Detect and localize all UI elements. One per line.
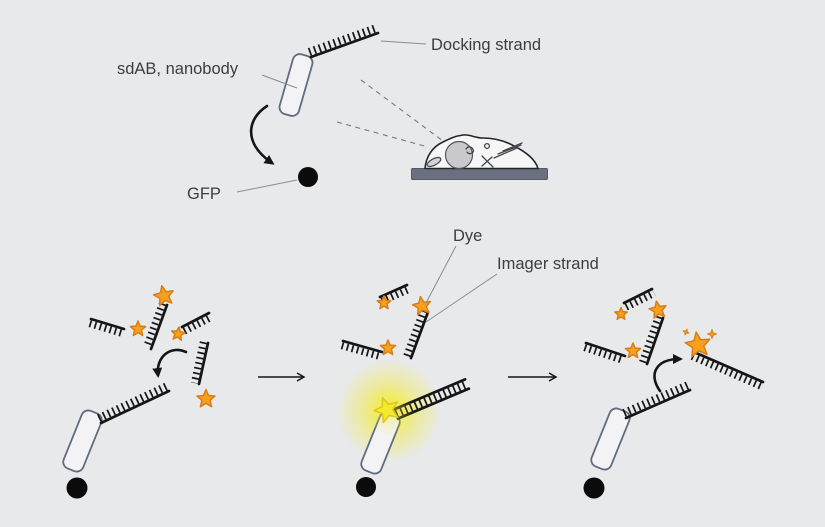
mitochondrion	[426, 156, 442, 168]
zoom-indicator-line-1	[360, 79, 444, 142]
nanobody	[278, 53, 314, 117]
panel-release	[583, 287, 765, 499]
dye-star	[648, 300, 667, 319]
dye-star	[152, 284, 174, 307]
imager-strand	[403, 309, 430, 360]
dye-star	[376, 295, 392, 310]
gfp-protein	[356, 477, 376, 497]
dye-star	[379, 339, 397, 356]
nanobody	[590, 407, 631, 471]
imager-strand	[639, 315, 665, 366]
coverslip	[411, 168, 548, 180]
imager-strand	[190, 341, 210, 386]
released-dye-star	[684, 331, 711, 358]
filaments	[493, 142, 523, 159]
gfp-protein	[298, 167, 318, 187]
sparkle-icon	[682, 328, 690, 336]
released-imager-strand	[690, 350, 765, 390]
docking-strand	[307, 24, 380, 59]
imager-strand	[378, 283, 411, 305]
dye-star	[411, 295, 432, 316]
dye-star	[196, 388, 216, 408]
panel-bound: Dye Imager strand	[337, 227, 599, 497]
docking-strand	[622, 381, 692, 420]
binding-arrow	[152, 348, 188, 378]
top-schematic: sdAB, nanobody Docking strand GFP	[117, 24, 548, 203]
attach-arrow	[249, 104, 275, 165]
gfp-protein	[583, 477, 605, 499]
imager-strand	[143, 302, 169, 351]
cell-outline	[424, 134, 540, 170]
dye-star	[170, 326, 186, 341]
imager-strand	[88, 317, 126, 337]
nanobody	[62, 409, 103, 473]
gfp-label: GFP	[187, 185, 221, 203]
imager-strand	[622, 287, 656, 311]
docking-strand-label: Docking strand	[431, 36, 541, 54]
cell-illustration	[411, 134, 548, 180]
panel-unbound	[62, 284, 216, 499]
dye-label: Dye	[453, 227, 482, 245]
imager-strand-leader	[425, 273, 498, 323]
imager-strand	[583, 341, 627, 364]
centriole-x	[481, 155, 494, 168]
dye-star	[614, 306, 628, 321]
docking-strand-leader	[380, 40, 427, 45]
nanobody-leader	[261, 74, 298, 89]
sparkle-icon	[707, 329, 717, 339]
dye-leader	[425, 245, 457, 304]
docking-strand	[96, 382, 171, 425]
gfp-protein	[66, 477, 88, 499]
zoom-indicator-line-2	[336, 121, 429, 148]
unbinding-arrow	[653, 354, 683, 393]
gfp-leader	[236, 179, 298, 193]
vesicle	[483, 142, 491, 150]
nanobody-label: sdAB, nanobody	[117, 60, 239, 78]
imager-strand	[340, 339, 384, 361]
imager-strand-label: Imager strand	[497, 255, 599, 273]
organelle-squiggle	[465, 146, 475, 155]
dye-star	[624, 342, 642, 359]
imager-strand	[180, 311, 213, 335]
cell-nucleus	[444, 140, 474, 170]
dye-star	[129, 320, 147, 337]
excited-dye-star	[373, 397, 399, 424]
